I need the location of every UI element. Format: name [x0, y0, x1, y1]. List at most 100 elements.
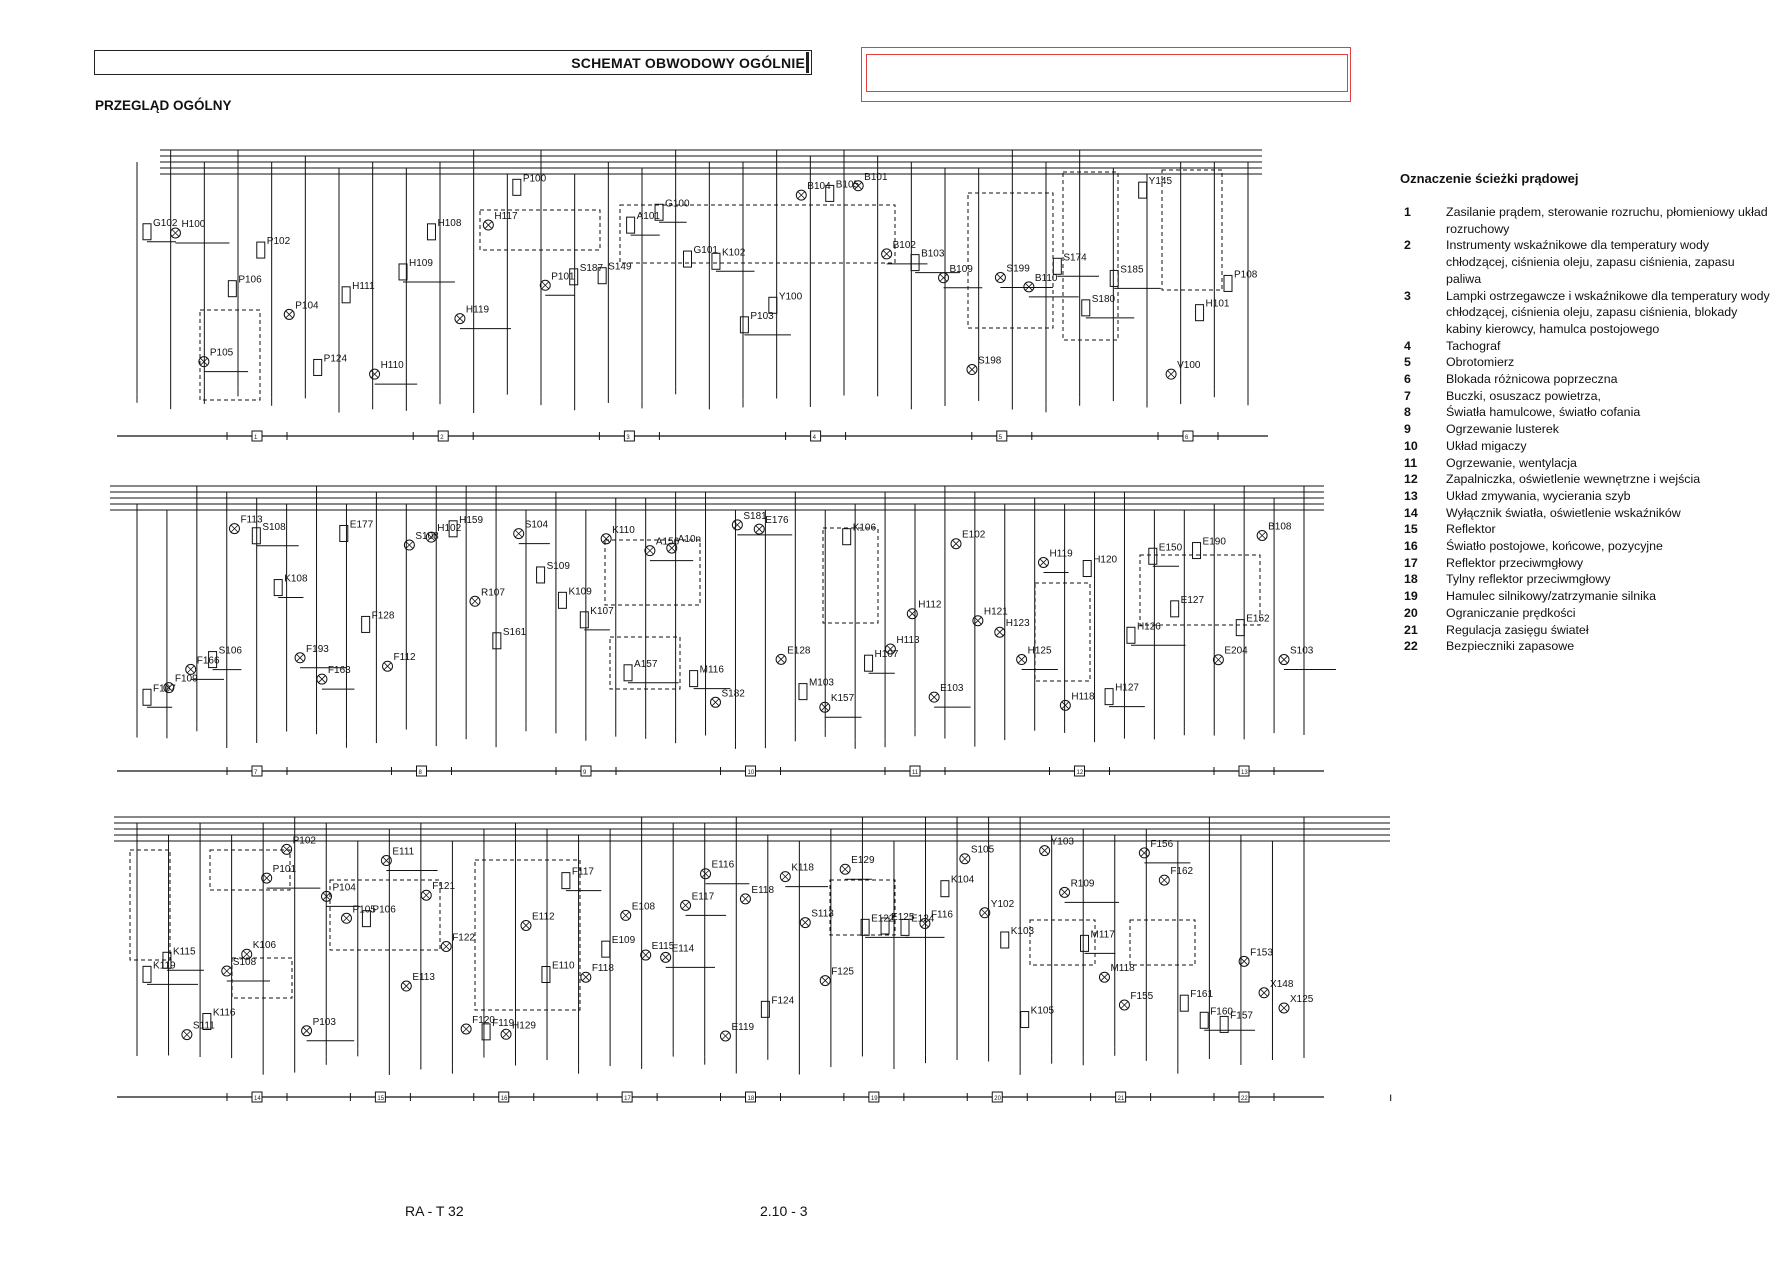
component-lamp: [302, 1027, 311, 1035]
component-label: G101: [694, 245, 719, 256]
component-lamp: [1040, 846, 1049, 855]
component-fuse: [601, 940, 611, 958]
legend-item-text: Bezpieczniki zapasowe: [1446, 639, 1575, 654]
path-marker-number: 18: [748, 1096, 755, 1102]
component-fuse: [227, 280, 237, 298]
component-label: K104: [951, 875, 975, 886]
legend-item-number: 17: [1404, 555, 1418, 570]
component-lamp: [322, 892, 331, 901]
component-fuse: [842, 528, 852, 546]
component-lamp: [1017, 655, 1026, 664]
component-lamp: [183, 1030, 191, 1039]
component-label: E116: [712, 860, 735, 871]
path-marker-number: 21: [1118, 1096, 1125, 1102]
legend-title: Oznaczenie ścieżki prądowej: [1400, 171, 1579, 186]
component-lamp: [1098, 971, 1110, 983]
component-lamp: [733, 521, 742, 529]
component-label: H159: [459, 515, 483, 526]
component-label: E204: [1224, 646, 1248, 657]
component-label: P103: [750, 311, 774, 322]
component-label: H117: [494, 211, 518, 222]
component-lamp: [1140, 849, 1149, 857]
path-marker: [1074, 765, 1085, 777]
component-lamp: [405, 541, 414, 549]
component-lamp: [580, 971, 592, 983]
component-fuse: [798, 683, 808, 701]
component-lamp: [1278, 654, 1290, 666]
component-label: A101: [637, 211, 661, 222]
component-lamp: [919, 917, 931, 929]
module-outline: [479, 209, 601, 251]
component-fuse: [940, 880, 950, 898]
component-lamp: [711, 698, 720, 707]
component-label: E176: [765, 515, 789, 526]
path-marker: [374, 1091, 386, 1103]
component-lamp: [950, 538, 962, 550]
path-marker-number: 2: [440, 435, 444, 441]
component-label: S181: [743, 511, 767, 522]
component-lamp: [221, 965, 233, 977]
component-label: B109: [950, 264, 974, 275]
component-lamp: [906, 608, 918, 620]
legend-item-text: Lampki ostrzegawcze i wskaźnikowe dla te…: [1446, 288, 1770, 336]
component-lamp: [1260, 989, 1268, 997]
component-label: E114: [672, 943, 695, 954]
component-lamp: [1258, 987, 1270, 999]
component-label: F112: [394, 652, 416, 663]
component-lamp: [779, 871, 791, 883]
path-marker-number: 3: [626, 435, 630, 441]
component-label: E128: [787, 645, 811, 656]
component-fuse: [492, 632, 502, 650]
path-marker-number: 11: [912, 770, 919, 776]
module-outline: [231, 957, 293, 999]
component-label: G102: [153, 218, 178, 229]
component-lamp: [186, 665, 195, 674]
module-outline: [474, 859, 581, 1011]
component-label: K106: [253, 940, 277, 951]
component-label: B105: [836, 179, 860, 190]
legend-item-text: Tachograf: [1446, 338, 1501, 353]
component-lamp: [681, 901, 690, 910]
component-lamp: [928, 691, 940, 703]
component-lamp: [731, 519, 743, 531]
component-lamp: [420, 889, 432, 901]
component-lamp: [667, 544, 676, 552]
path-marker: [810, 430, 822, 442]
legend-item-number: 22: [1404, 639, 1418, 654]
component-fuse: [142, 965, 152, 983]
component-fuse: [398, 263, 408, 281]
legend-item-text: Reflektor przeciwmgłowy: [1446, 555, 1584, 570]
legend-item-text: Buczki, osuszacz powietrza,: [1446, 388, 1601, 403]
component-lamp: [1167, 370, 1175, 378]
module-outline: [199, 309, 261, 401]
component-lamp: [921, 919, 929, 928]
component-lamp: [621, 911, 630, 920]
component-label: K108: [284, 574, 308, 585]
component-label: H101: [1206, 299, 1230, 310]
component-label: H118: [1071, 691, 1095, 702]
legend-item-text: Wyłącznik światła, oświetlenie wskaźnikó…: [1446, 505, 1681, 520]
component-lamp: [1118, 999, 1130, 1011]
path-marker: [1238, 1091, 1250, 1103]
component-label: P104: [333, 882, 357, 893]
component-lamp: [755, 525, 764, 533]
legend-item-number: 18: [1404, 572, 1418, 587]
component-lamp: [460, 1023, 472, 1035]
component-label: K115: [173, 946, 196, 957]
component-fuse: [910, 254, 920, 272]
component-lamp: [1158, 874, 1170, 886]
component-label: H109: [409, 258, 433, 269]
component-lamp: [370, 370, 379, 378]
component-fuse: [1126, 626, 1136, 644]
component-fuse: [760, 1000, 770, 1018]
component-lamp: [163, 682, 175, 694]
component-lamp: [402, 982, 411, 990]
component-lamp: [1039, 845, 1051, 857]
component-label: M116: [700, 665, 725, 676]
